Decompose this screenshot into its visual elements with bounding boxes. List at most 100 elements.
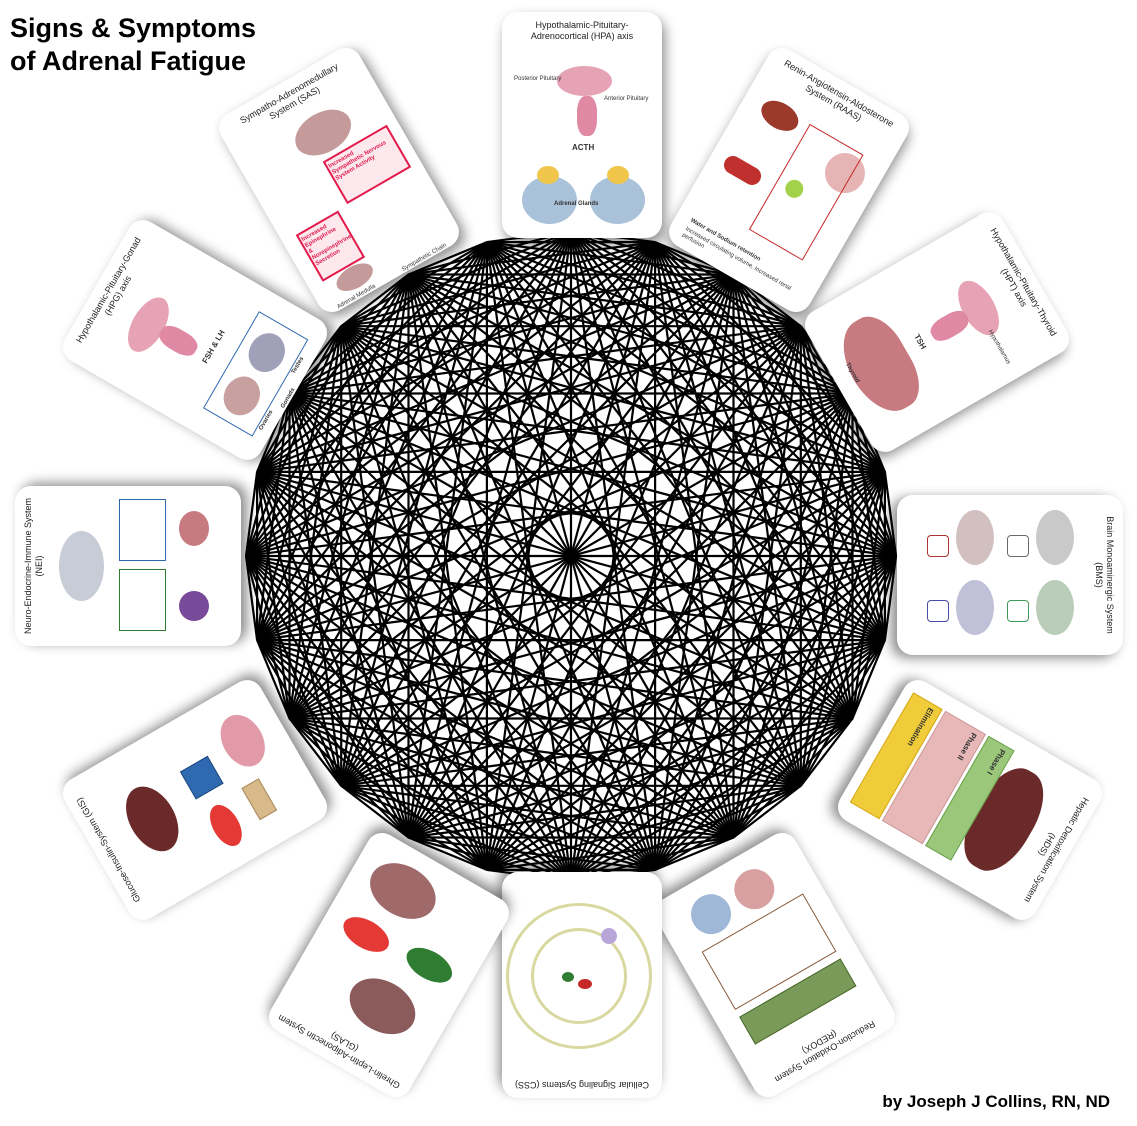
mesh-edge — [256, 241, 488, 641]
mesh-edge — [408, 836, 656, 871]
mesh-edge — [732, 784, 802, 839]
mesh-edge — [408, 836, 488, 871]
mesh-edge — [288, 717, 343, 787]
mesh-edge — [245, 470, 886, 558]
mesh-edge — [288, 392, 735, 839]
mesh-edge — [732, 273, 886, 473]
mesh-edge — [256, 554, 897, 642]
mesh-edge — [289, 241, 656, 395]
mesh-edge — [256, 639, 802, 787]
mesh-edge — [340, 273, 735, 787]
mesh-edge — [340, 241, 488, 328]
mesh-edge — [486, 241, 802, 328]
mesh-edge — [245, 273, 410, 557]
mesh-edge — [288, 241, 488, 719]
label-hypothalamus: Hypothalamus — [986, 329, 1012, 366]
mesh-edge — [799, 717, 854, 787]
mesh-edge — [256, 470, 897, 558]
mesh-edge — [256, 471, 291, 719]
mesh-edge — [245, 555, 488, 871]
mesh-edge — [654, 555, 897, 871]
mesh-edge — [288, 326, 343, 719]
mesh-edge — [485, 241, 573, 882]
mesh-edge — [485, 241, 657, 871]
card-title: Hypothalamic-Pituitary-Adrenocortical (H… — [530, 20, 634, 41]
mesh-edge — [341, 784, 734, 839]
mesh-edge — [288, 325, 802, 720]
mesh-edge — [799, 393, 854, 786]
mesh-edge — [288, 392, 656, 871]
mesh-edge — [256, 639, 291, 719]
mesh-edge — [340, 273, 410, 328]
mesh-edge — [570, 784, 802, 883]
mesh-edge — [256, 470, 853, 720]
mesh-edge — [244, 393, 291, 557]
mesh-edge — [486, 241, 897, 557]
mesh-edge — [244, 325, 343, 557]
card-bms: Brain Monoaminergic System (BMS) — [897, 495, 1123, 655]
mesh-edge — [289, 392, 897, 558]
mesh-edge — [407, 273, 802, 787]
mesh-edge — [408, 241, 488, 276]
mesh-edge — [408, 273, 853, 395]
mesh-edge — [407, 325, 802, 839]
mesh-edge — [256, 639, 410, 839]
mesh-edge — [256, 471, 410, 838]
mesh-edge — [340, 325, 735, 839]
mesh-edge — [732, 639, 886, 839]
mesh-edge — [288, 717, 488, 871]
mesh-edge — [256, 639, 343, 787]
mesh-edge — [486, 241, 853, 395]
mesh-edge — [486, 241, 886, 641]
mesh-edge — [407, 274, 657, 871]
mesh-edge — [799, 555, 898, 787]
mesh-edge — [569, 230, 657, 871]
mesh-edge — [407, 274, 488, 871]
mesh-edge — [245, 555, 735, 839]
label-anterior-pituitary: Anterior Pituitary — [604, 96, 649, 102]
mesh-edge — [340, 325, 886, 473]
mesh-edge — [245, 554, 802, 787]
mesh-edge — [340, 392, 854, 787]
author-credit: by Joseph J Collins, RN, ND — [882, 1092, 1110, 1111]
mesh-edge — [289, 717, 656, 871]
title-line-2: of Adrenal Fatigue — [10, 46, 247, 76]
label-fsh-lh: FSH & LH — [200, 328, 227, 365]
mesh-edge — [408, 273, 801, 328]
title-line-1: Signs & Symptoms — [10, 13, 257, 43]
mesh-edge — [654, 836, 734, 871]
mesh-edge — [256, 392, 853, 642]
page-title: Signs & Symptoms of Adrenal Fatigue — [10, 12, 256, 78]
mesh-edge — [256, 325, 343, 473]
mesh-edge — [256, 273, 410, 473]
mesh-edge — [256, 230, 572, 473]
mesh-edge — [288, 393, 410, 838]
mesh-edge — [340, 325, 488, 871]
mesh-edge — [256, 471, 656, 871]
mesh-edge — [244, 471, 259, 557]
card-title: Neuro-Endocrine-Immune System (NEI) — [23, 497, 44, 635]
mesh-edge — [245, 554, 853, 720]
mesh-edge — [340, 325, 854, 720]
mesh-edge — [851, 639, 886, 719]
mesh-edge — [244, 555, 259, 641]
mesh-edge — [486, 717, 853, 871]
mesh-edge — [732, 274, 886, 641]
mesh-edge — [851, 471, 886, 719]
mesh-edge — [486, 241, 854, 720]
mesh-edge — [485, 241, 735, 838]
mesh-edge — [245, 554, 886, 642]
mesh-edge — [485, 274, 735, 871]
mesh-edge — [407, 241, 488, 838]
mesh-edge — [570, 639, 886, 882]
mesh-edge — [654, 717, 854, 871]
mesh-edge — [340, 325, 886, 642]
label-acth: ACTH — [572, 143, 595, 152]
mesh-edge — [288, 717, 410, 839]
mesh-edge — [654, 241, 854, 395]
mesh-edge — [288, 392, 572, 882]
mesh-edge — [408, 784, 801, 839]
mesh-edge — [485, 241, 802, 787]
mesh-edge — [256, 241, 488, 473]
